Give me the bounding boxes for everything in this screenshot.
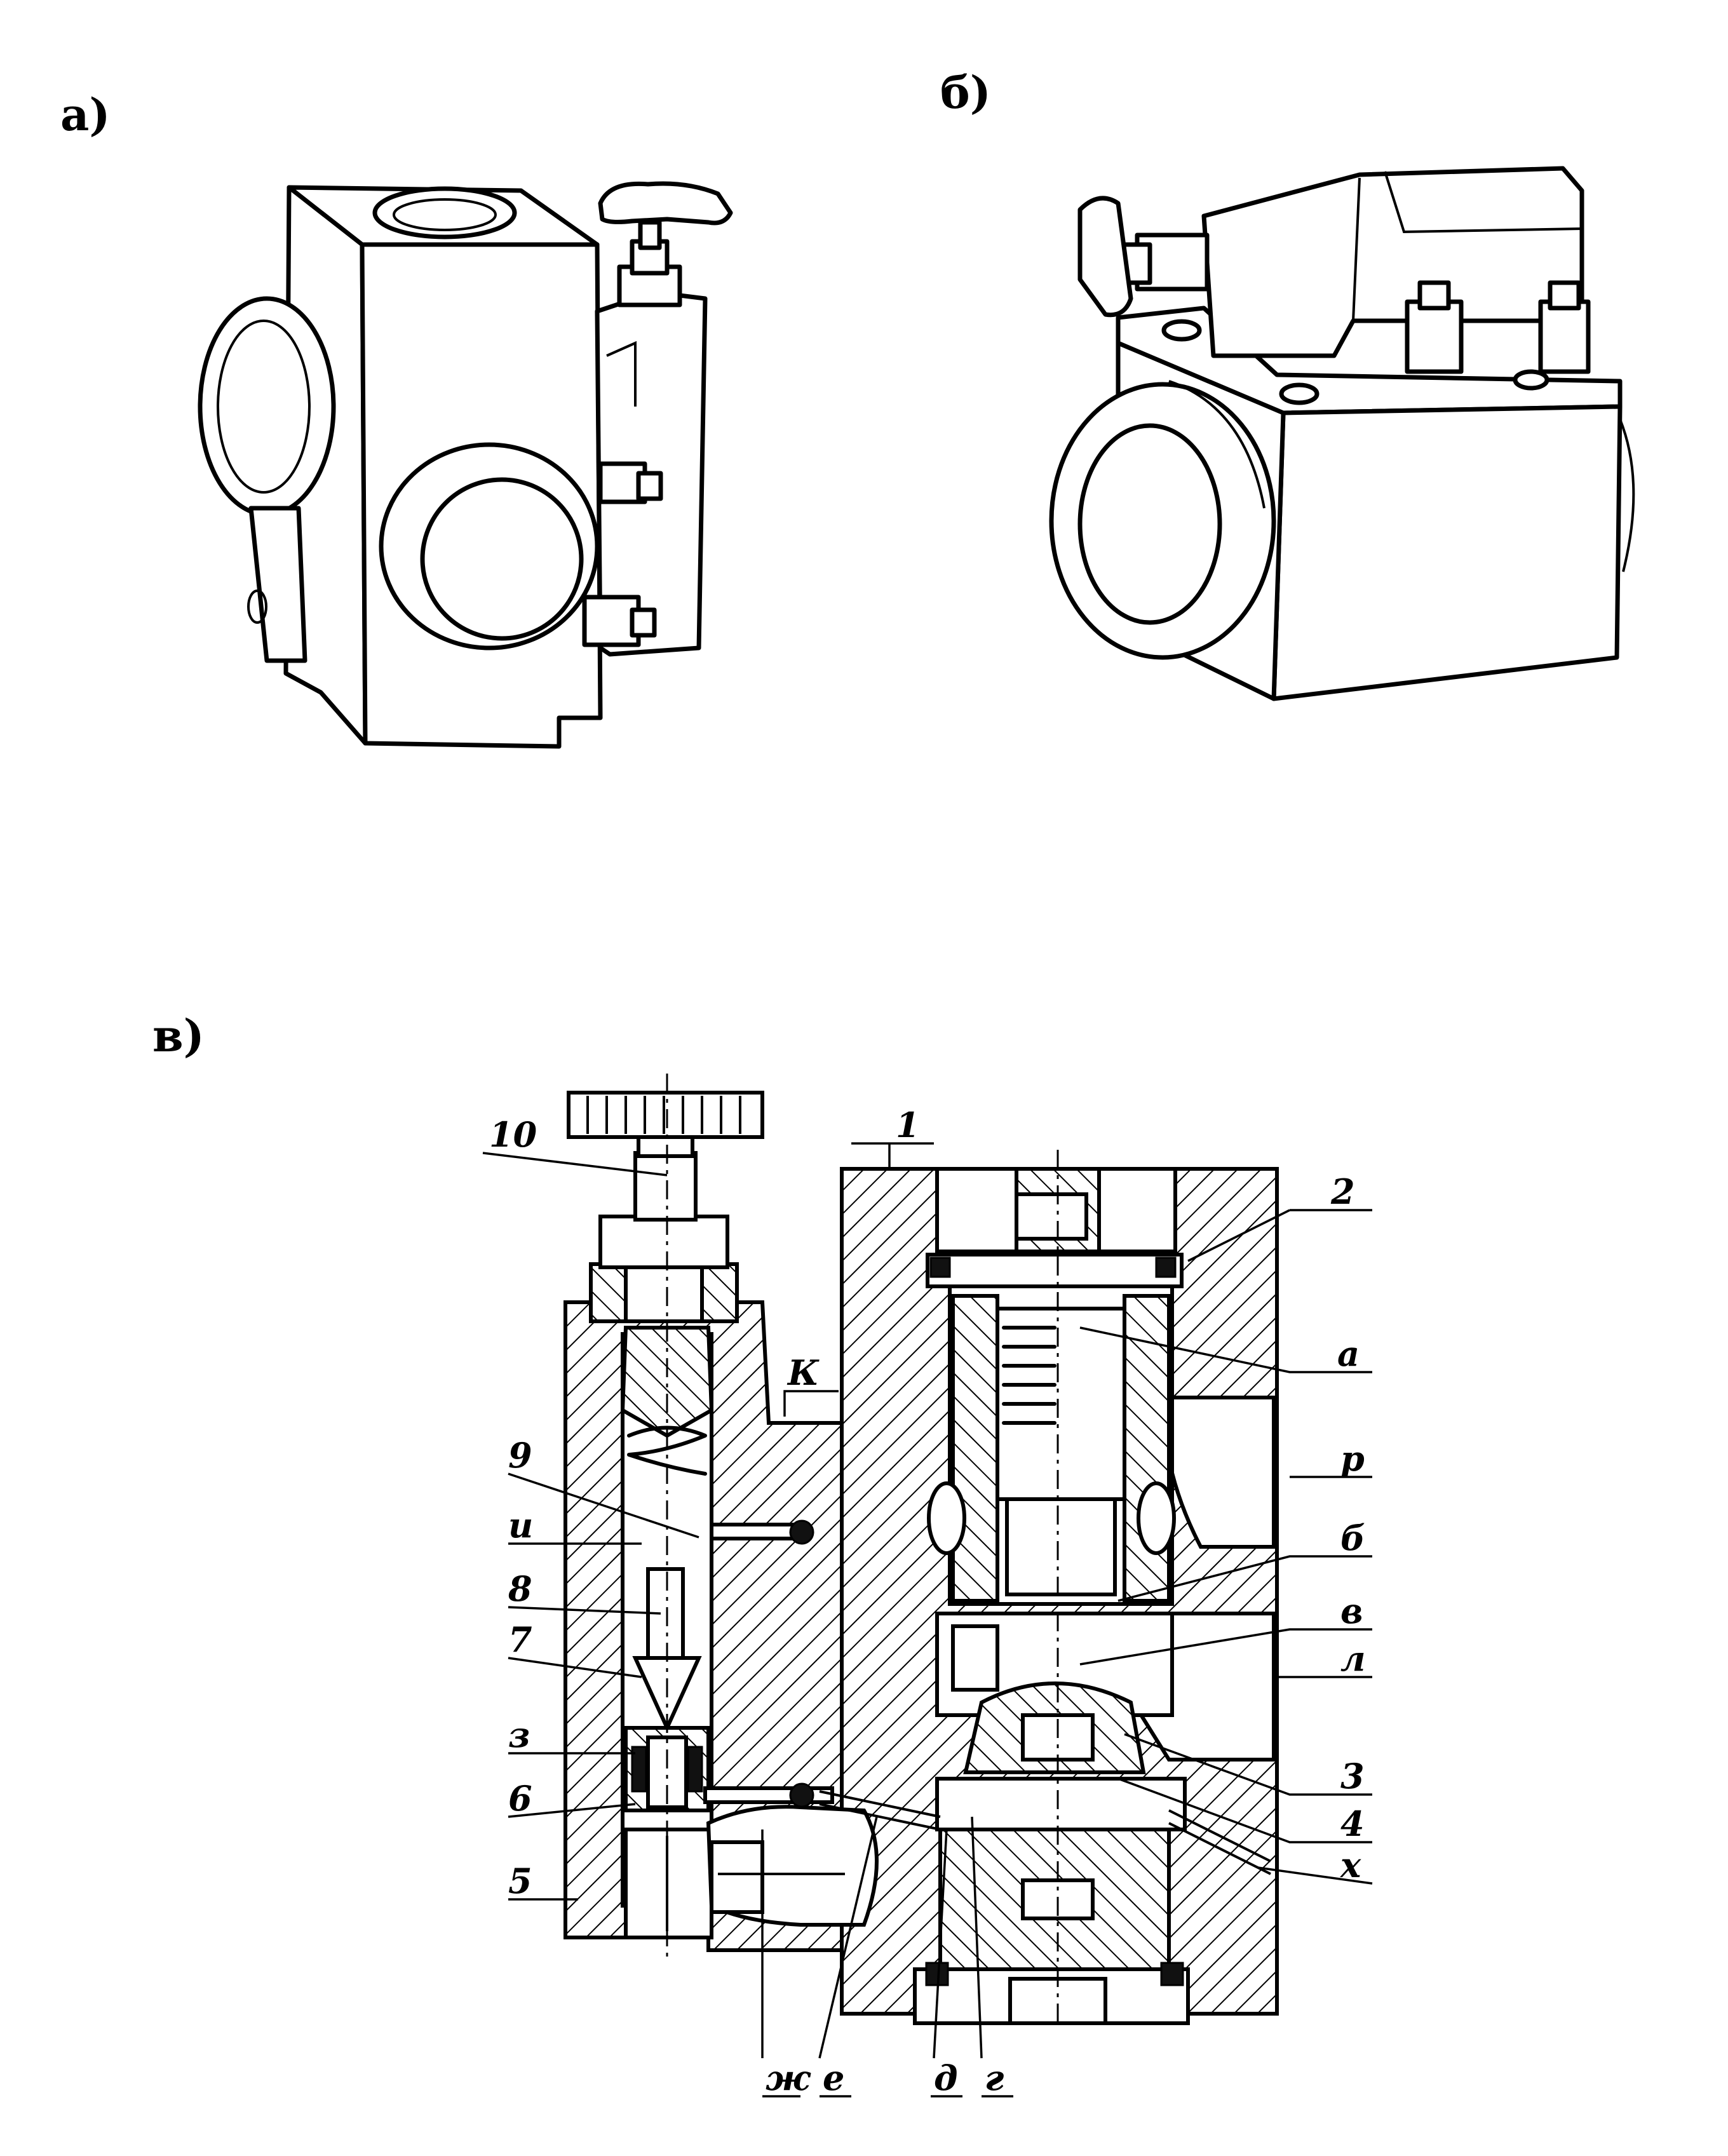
label-5: 5 — [508, 1861, 532, 1901]
label-v: в — [1340, 1591, 1363, 1631]
label-4: 4 — [1340, 1803, 1365, 1844]
label-l: л — [1340, 1638, 1366, 1679]
label-a: а — [1337, 1333, 1360, 1374]
label-k: К — [786, 1352, 820, 1393]
knob-knurling — [586, 1096, 741, 1134]
valve-isometric-a — [198, 181, 733, 749]
label-x: х — [1340, 1845, 1361, 1885]
panel-label-v: в) — [152, 1009, 205, 1062]
label-10: 10 — [489, 1114, 537, 1155]
spool-grooves — [1002, 1326, 1056, 1425]
label-3-left: з — [508, 1715, 530, 1755]
label-u: и — [508, 1505, 533, 1546]
leader-lines — [482, 1142, 1373, 2059]
label-3-right: 3 — [1340, 1756, 1365, 1796]
label-9: 9 — [508, 1435, 532, 1476]
panel-label-a: а) — [60, 88, 110, 141]
label-6: 6 — [508, 1778, 532, 1819]
label-1: 1 — [896, 1105, 920, 1145]
valve-section-v — [564, 1074, 1279, 2026]
label-8: 8 — [508, 1568, 532, 1609]
label-b: б — [1340, 1518, 1365, 1558]
label-d: д — [934, 2058, 958, 2098]
label-2: 2 — [1330, 1171, 1355, 1212]
part-labels: 1 2 а р б в л 3 4 х 10 К 9 и 8 7 з 6 5 ж… — [489, 1105, 1366, 2098]
label-g: г — [985, 2058, 1004, 2098]
label-7: 7 — [508, 1619, 532, 1660]
label-e: е — [823, 2058, 844, 2098]
label-zh: ж — [766, 2058, 811, 2098]
panel-label-b: б) — [940, 66, 991, 119]
valve-isometric-b — [1049, 166, 1635, 701]
label-p: р — [1340, 1438, 1365, 1479]
